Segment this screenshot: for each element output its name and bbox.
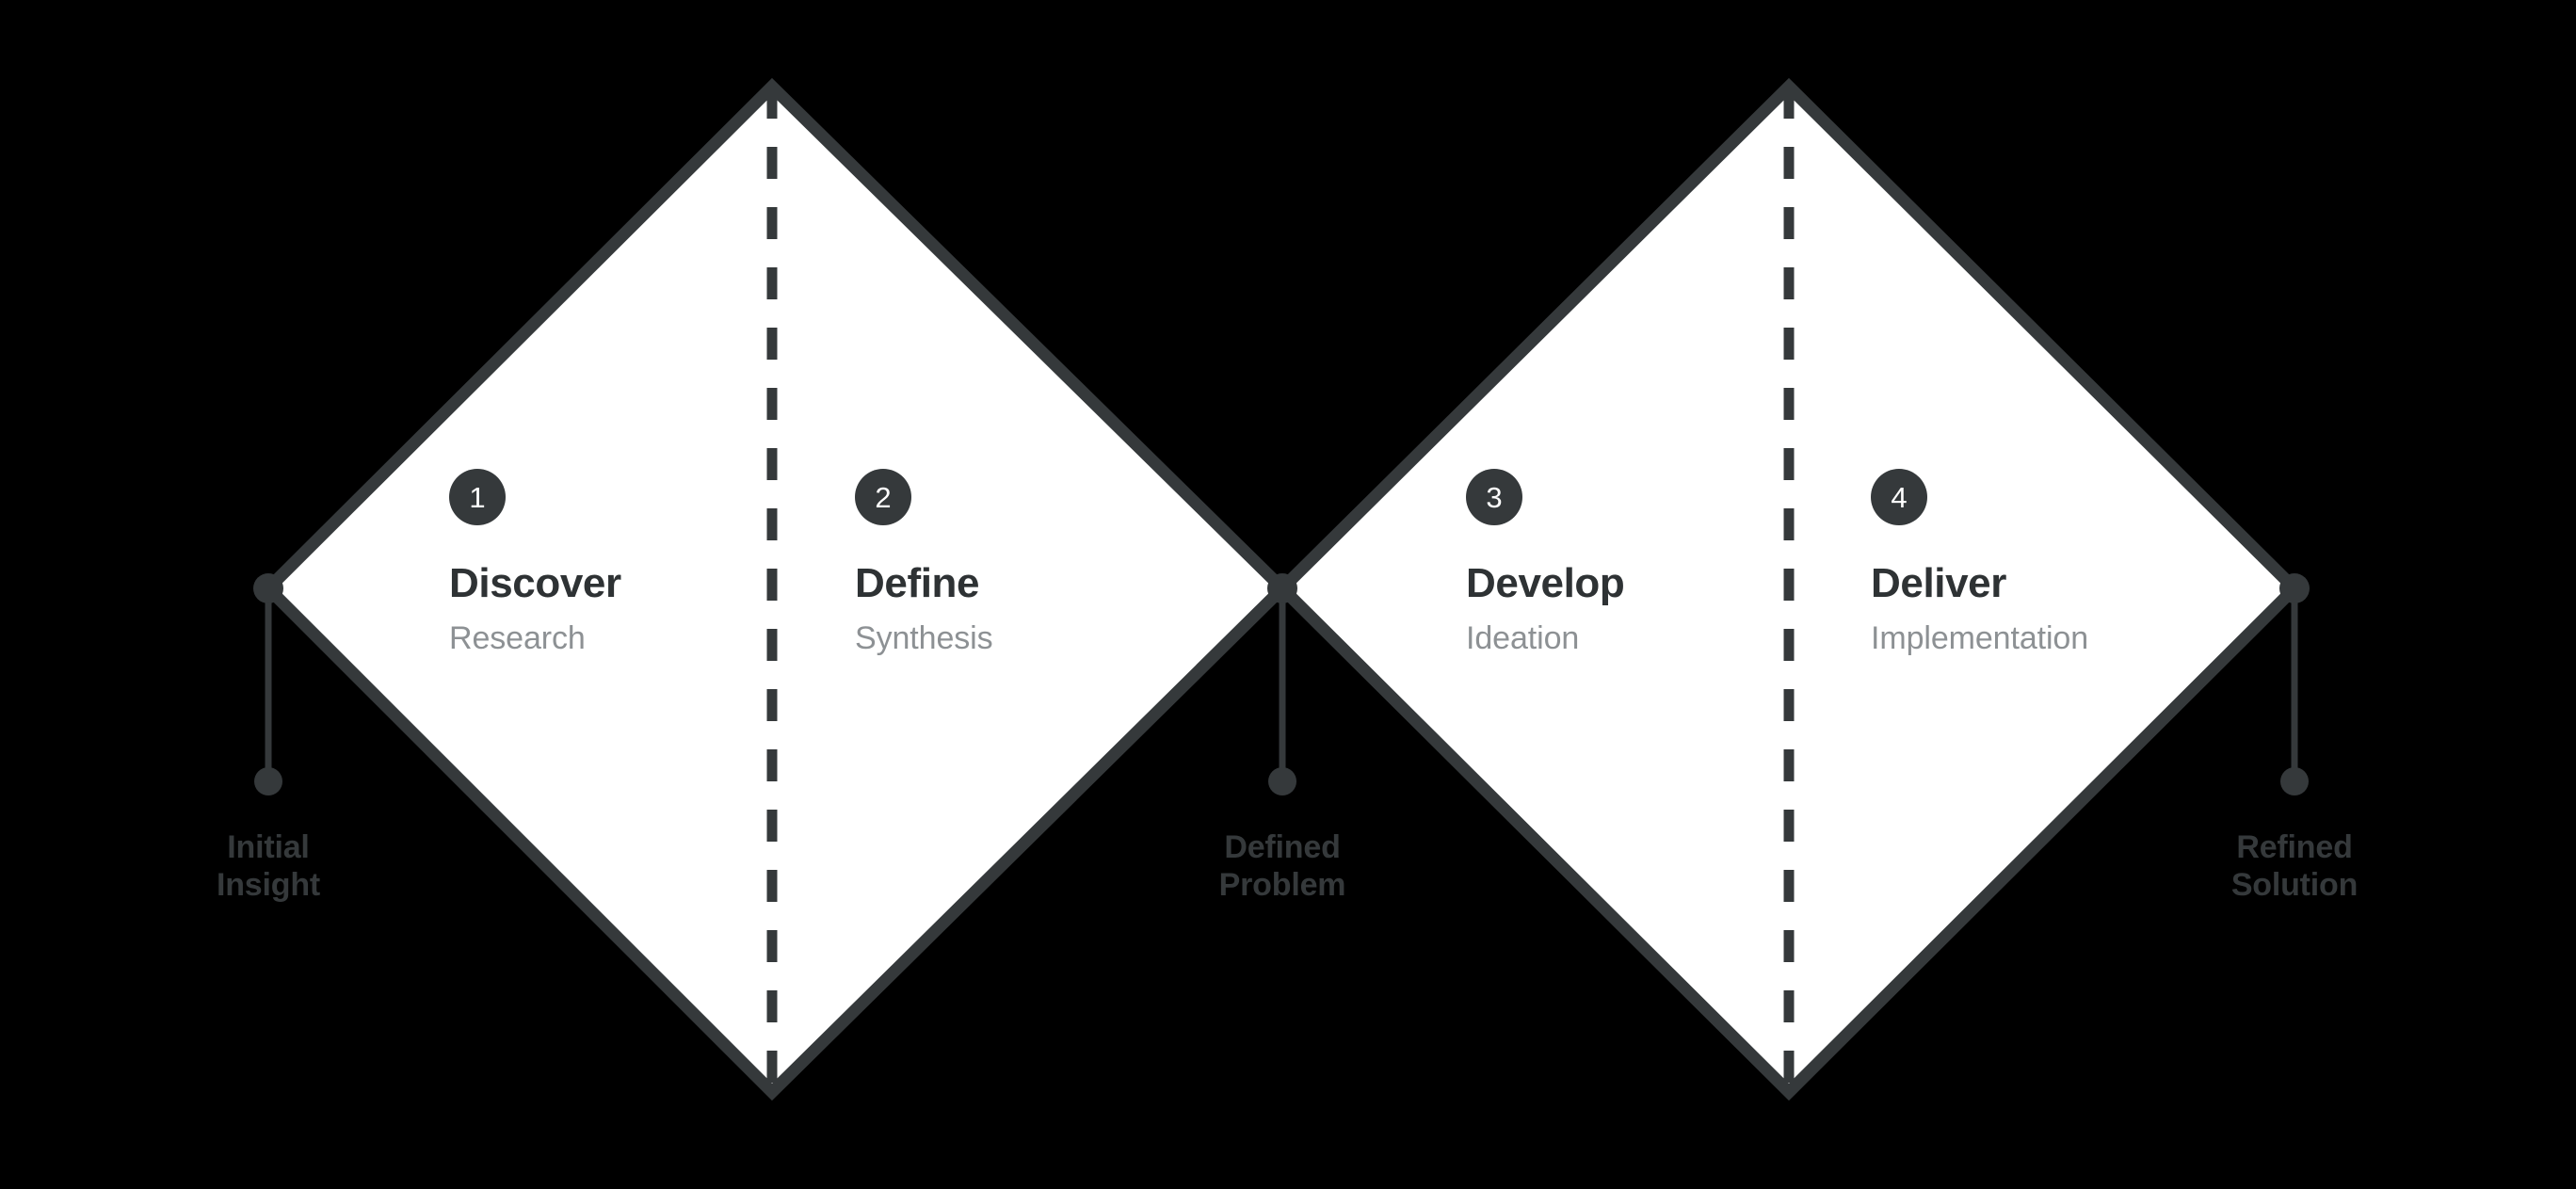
connector-dot-refined-solution [2280,767,2309,795]
phase-subtitle-discover: Research [449,620,586,656]
phase-badge-2: 2 [855,469,911,525]
phase-badge-4: 4 [1871,469,1927,525]
milestone-defined-problem[interactable]: Defined Problem [1122,828,1442,904]
phase-subtitle-deliver: Implementation [1871,620,2089,656]
phase-define[interactable]: 2 Define Synthesis [855,469,993,654]
phase-title-discover: Discover [449,560,621,606]
phase-title-develop: Develop [1466,560,1625,606]
connector-node-center-vertex [1267,573,1297,603]
milestone-refined-solution-line1: Refined [2236,829,2353,865]
milestone-refined-solution[interactable]: Refined Solution [2134,828,2455,904]
phase-title-define: Define [855,560,980,606]
phase-subtitle-define: Synthesis [855,620,993,656]
phase-deliver[interactable]: 4 Deliver Implementation [1871,469,2088,654]
milestone-initial-insight-line2: Insight [216,867,321,904]
connector-dot-initial-insight [254,767,282,795]
connector-node-right-vertex [2279,573,2310,603]
phase-develop[interactable]: 3 Develop Ideation [1466,469,1625,656]
phase-title-deliver: Deliver [1871,560,2006,606]
phase-badge-1: 1 [449,469,506,525]
phase-discover[interactable]: 1 Discover Research [449,469,621,654]
milestone-defined-problem-line1: Defined [1224,829,1341,865]
milestone-initial-insight-line1: Initial [227,829,310,865]
milestone-refined-solution-line2: Solution [2230,867,2359,904]
connector-node-left-vertex [253,573,283,603]
phase-subtitle-develop: Ideation [1466,620,1580,656]
milestone-defined-problem-line2: Problem [1218,867,1346,904]
connector-dot-defined-problem [1268,767,1296,795]
phase-badge-3: 3 [1466,469,1522,525]
milestone-initial-insight[interactable]: Initial Insight [108,828,428,904]
